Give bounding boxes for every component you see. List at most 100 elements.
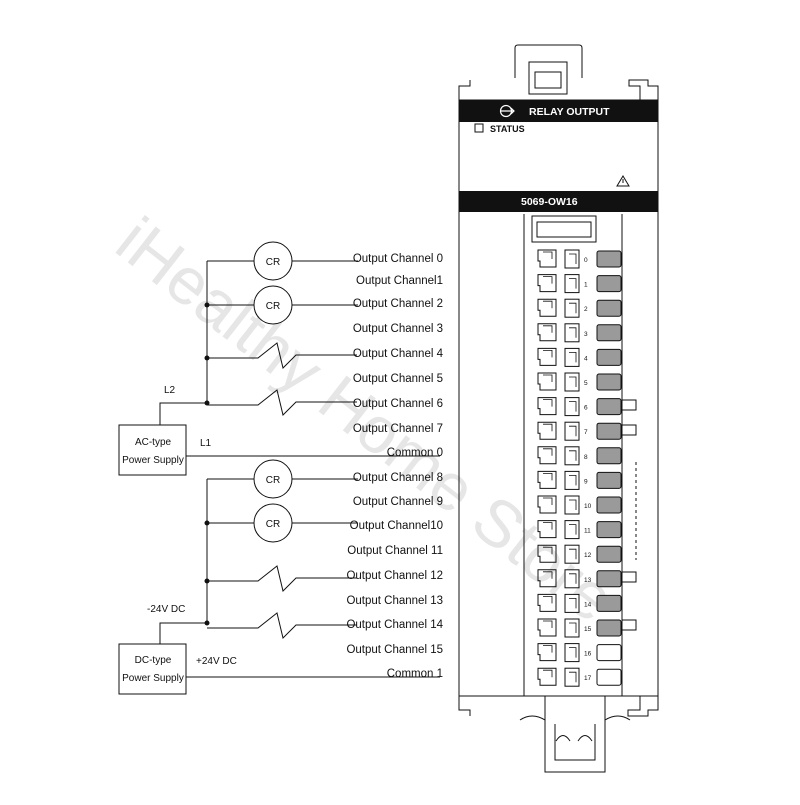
terminal-row: 12	[537, 544, 622, 564]
warning-icon	[616, 175, 630, 187]
terminal-row: 2	[537, 298, 622, 318]
release-tab	[564, 446, 580, 466]
label-channel-5: Output Channel 5	[353, 373, 443, 385]
terminal-number: 14	[584, 601, 592, 608]
ac-l2-label: L2	[164, 385, 176, 396]
wire-clamp-detail	[543, 620, 553, 628]
terminal-number: 7	[584, 429, 588, 436]
wire-l2	[159, 402, 207, 425]
relay-coil-ch10: CR	[253, 503, 293, 543]
terminal-number: 8	[584, 454, 588, 461]
wire-clamp-detail	[543, 596, 553, 604]
wire-clamp-detail	[543, 374, 553, 382]
terminal-number: 4	[584, 355, 588, 362]
load-ch14	[207, 612, 357, 639]
wire-clamp-detail	[543, 423, 553, 432]
terminal-row: 1	[537, 274, 622, 294]
wire-clamp	[537, 249, 557, 268]
label-channel-11: Output Channel 11	[347, 545, 443, 557]
release-tab-detail	[569, 548, 577, 560]
terminal-number: 16	[584, 651, 592, 658]
terminal-indicator	[596, 594, 622, 612]
relay-coil-label: CR	[266, 257, 280, 268]
junction-dot	[204, 302, 210, 308]
wire-clamp-detail	[543, 448, 553, 456]
release-tab-detail	[569, 647, 577, 658]
relay-coil-label: CR	[266, 475, 280, 486]
release-tab	[564, 274, 580, 294]
junction-dot	[204, 620, 210, 626]
wire-clamp	[537, 643, 557, 662]
release-tab	[564, 323, 580, 343]
release-tab	[564, 495, 580, 515]
terminal-indicator	[596, 521, 622, 539]
release-tab	[564, 520, 580, 540]
terminal-row: 15	[537, 618, 622, 638]
dc-neg-label: -24V DC	[147, 604, 185, 615]
terminal-indicator	[596, 398, 622, 416]
label-channel-14: Output Channel 14	[346, 619, 443, 631]
relay-coil-ch0: CR	[253, 241, 293, 281]
terminal-row: 0	[537, 249, 622, 269]
terminal-indicator	[596, 250, 622, 268]
relay-coil-label: CR	[266, 519, 280, 530]
terminal-number: 2	[584, 306, 588, 313]
terminal-indicator	[596, 324, 622, 342]
terminal-indicator	[596, 496, 622, 514]
release-tab-detail	[569, 278, 577, 289]
load-ch12	[207, 565, 357, 592]
release-tab-detail	[569, 573, 577, 584]
wire-clamp-detail	[543, 300, 553, 309]
wire-clamp	[537, 569, 557, 588]
release-tab-detail	[569, 524, 577, 535]
wire-clamp	[537, 667, 557, 686]
release-tab	[564, 643, 580, 663]
release-tab	[564, 347, 580, 367]
junction-dot	[204, 520, 210, 526]
relay-coil-circle	[253, 459, 293, 499]
terminal-indicator	[596, 545, 622, 563]
dc-power-supply: DC-type Power Supply	[118, 643, 187, 695]
label-channel-4: Output Channel 4	[353, 348, 444, 360]
label-channel-8: Output Channel 8	[353, 472, 443, 484]
terminal-number: 10	[584, 503, 592, 510]
ac-supply-type: AC-type	[135, 437, 172, 448]
wire-clamp	[537, 446, 557, 465]
label-channel-7: Output Channel 7	[353, 423, 443, 435]
terminal-indicator	[596, 373, 622, 391]
power-icon	[499, 104, 515, 118]
terminal-indicator	[596, 447, 622, 465]
terminal-number: 3	[584, 331, 588, 338]
terminal-number: 13	[584, 577, 592, 584]
terminal-row: 9	[537, 470, 622, 490]
wire-clamp	[537, 495, 557, 514]
label-channel-13: Output Channel 13	[346, 595, 443, 607]
junction-dot	[204, 400, 210, 406]
label-channel-12: Output Channel 12	[346, 570, 443, 582]
label-channel-0: Output Channel 0	[353, 253, 443, 265]
wire-clamp-detail	[543, 473, 553, 481]
wire-clamp	[537, 618, 557, 637]
release-tab	[564, 421, 580, 441]
wire-clamp	[537, 520, 557, 539]
release-tab-detail	[569, 598, 577, 609]
wire-clamp	[537, 397, 557, 416]
label-channel-3: Output Channel 3	[353, 323, 443, 335]
catalog-number: 5069-OW16	[521, 196, 578, 208]
relay-coil-label: CR	[266, 301, 280, 312]
wire-clamp-detail	[543, 325, 553, 333]
terminal-number: 5	[584, 380, 588, 387]
terminal-number: 1	[584, 282, 588, 289]
terminal-row: 6	[537, 397, 622, 417]
wire-clamp	[537, 372, 557, 391]
label-channel-10: Output Channel10	[350, 520, 443, 532]
wire-clamp	[537, 323, 557, 342]
terminal-number: 17	[584, 675, 592, 682]
wire-clamp-detail	[543, 350, 553, 358]
terminal-row: 17	[537, 667, 622, 687]
terminal-indicator	[596, 570, 622, 588]
label-channel-1: Output Channel1	[356, 275, 443, 287]
wire-clamp-detail	[543, 251, 553, 259]
